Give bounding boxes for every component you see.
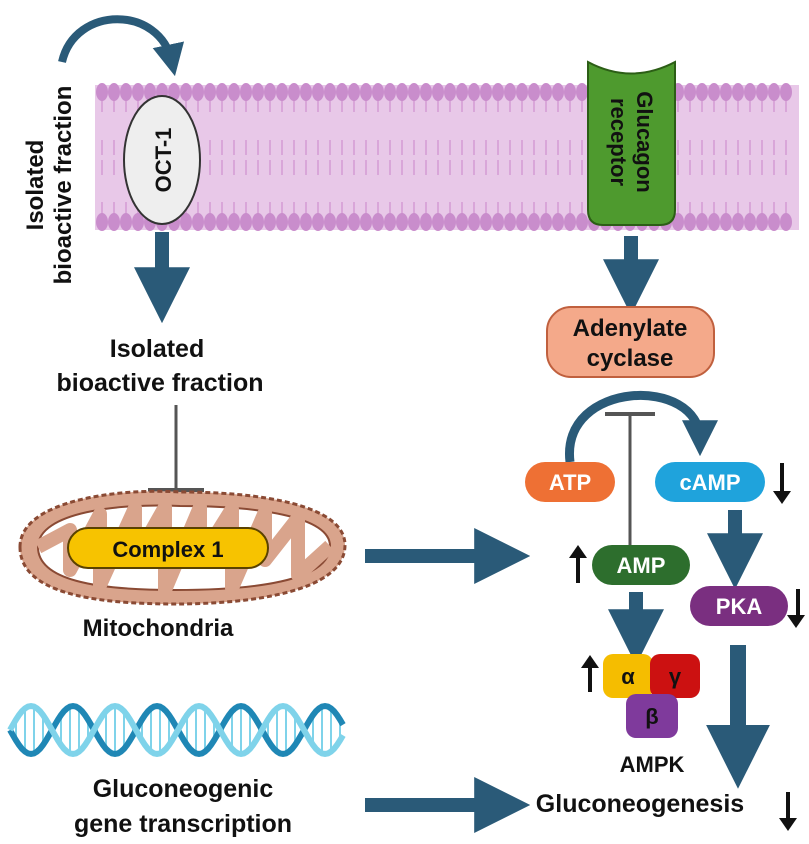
pka-pill: PKA (690, 586, 788, 626)
beta-label: β (645, 704, 658, 729)
atp-pill: ATP (525, 462, 615, 502)
adenylate-cyclase: Adenylate cyclase (546, 306, 715, 378)
amp-label: AMP (617, 553, 666, 578)
glucagon-receptor: Glucagon receptor (587, 60, 676, 226)
camp-label: cAMP (679, 470, 740, 495)
oct1-transporter: OCT-1 (123, 95, 201, 225)
amp-inhibits-adenylate (605, 412, 655, 545)
camp-pill: cAMP (655, 462, 765, 502)
amp-pill: AMP (592, 545, 690, 585)
atp-label: ATP (549, 470, 591, 495)
mitochondria-label: Mitochondria (83, 615, 234, 642)
alpha-subunit (603, 654, 653, 698)
gamma-label: γ (669, 664, 682, 689)
dna-helix (7, 702, 346, 758)
fraction-inhibits-complex1 (148, 405, 204, 492)
glucagon-receptor-line1: Glucagon (632, 91, 657, 192)
uptake-curved-arrow (58, 15, 185, 77)
alpha-label: α (621, 664, 635, 689)
fraction-label-line2: bioactive fraction (57, 369, 264, 397)
side-fraction-line2: bioactive fraction (50, 86, 77, 285)
gamma-subunit (650, 654, 700, 698)
complex1-box (67, 527, 269, 569)
beta-subunit (626, 694, 678, 738)
adenylate-line1: Adenylate (573, 315, 688, 342)
side-fraction-line1: Isolated (22, 140, 49, 231)
ampk-label: AMPK (620, 752, 685, 777)
camp-down-indicator (773, 463, 791, 504)
transcription-line2: gene transcription (74, 810, 292, 838)
gluconeogenesis-label: Gluconeogenesis (536, 790, 744, 818)
ampk-up-indicator (581, 655, 599, 692)
adenylate-line2: cyclase (587, 345, 674, 372)
glucagon-receptor-line2: receptor (606, 98, 631, 186)
mitochondria: Complex 1 (18, 489, 347, 606)
ampk-complex: α γ β (603, 654, 700, 738)
pka-down-indicator (787, 589, 805, 628)
transcription-line1: Gluconeogenic (93, 775, 274, 803)
oct1-label: OCT-1 (151, 128, 176, 193)
fraction-label-line1: Isolated (110, 335, 204, 363)
pka-label: PKA (716, 594, 763, 619)
atp-to-camp-curved-arrow (565, 390, 718, 463)
side-fraction-label: Isolated bioactive fraction (22, 86, 77, 285)
amp-up-indicator (569, 545, 587, 583)
gluconeogenesis-down-indicator (779, 792, 797, 831)
complex1-label: Complex 1 (112, 537, 223, 562)
